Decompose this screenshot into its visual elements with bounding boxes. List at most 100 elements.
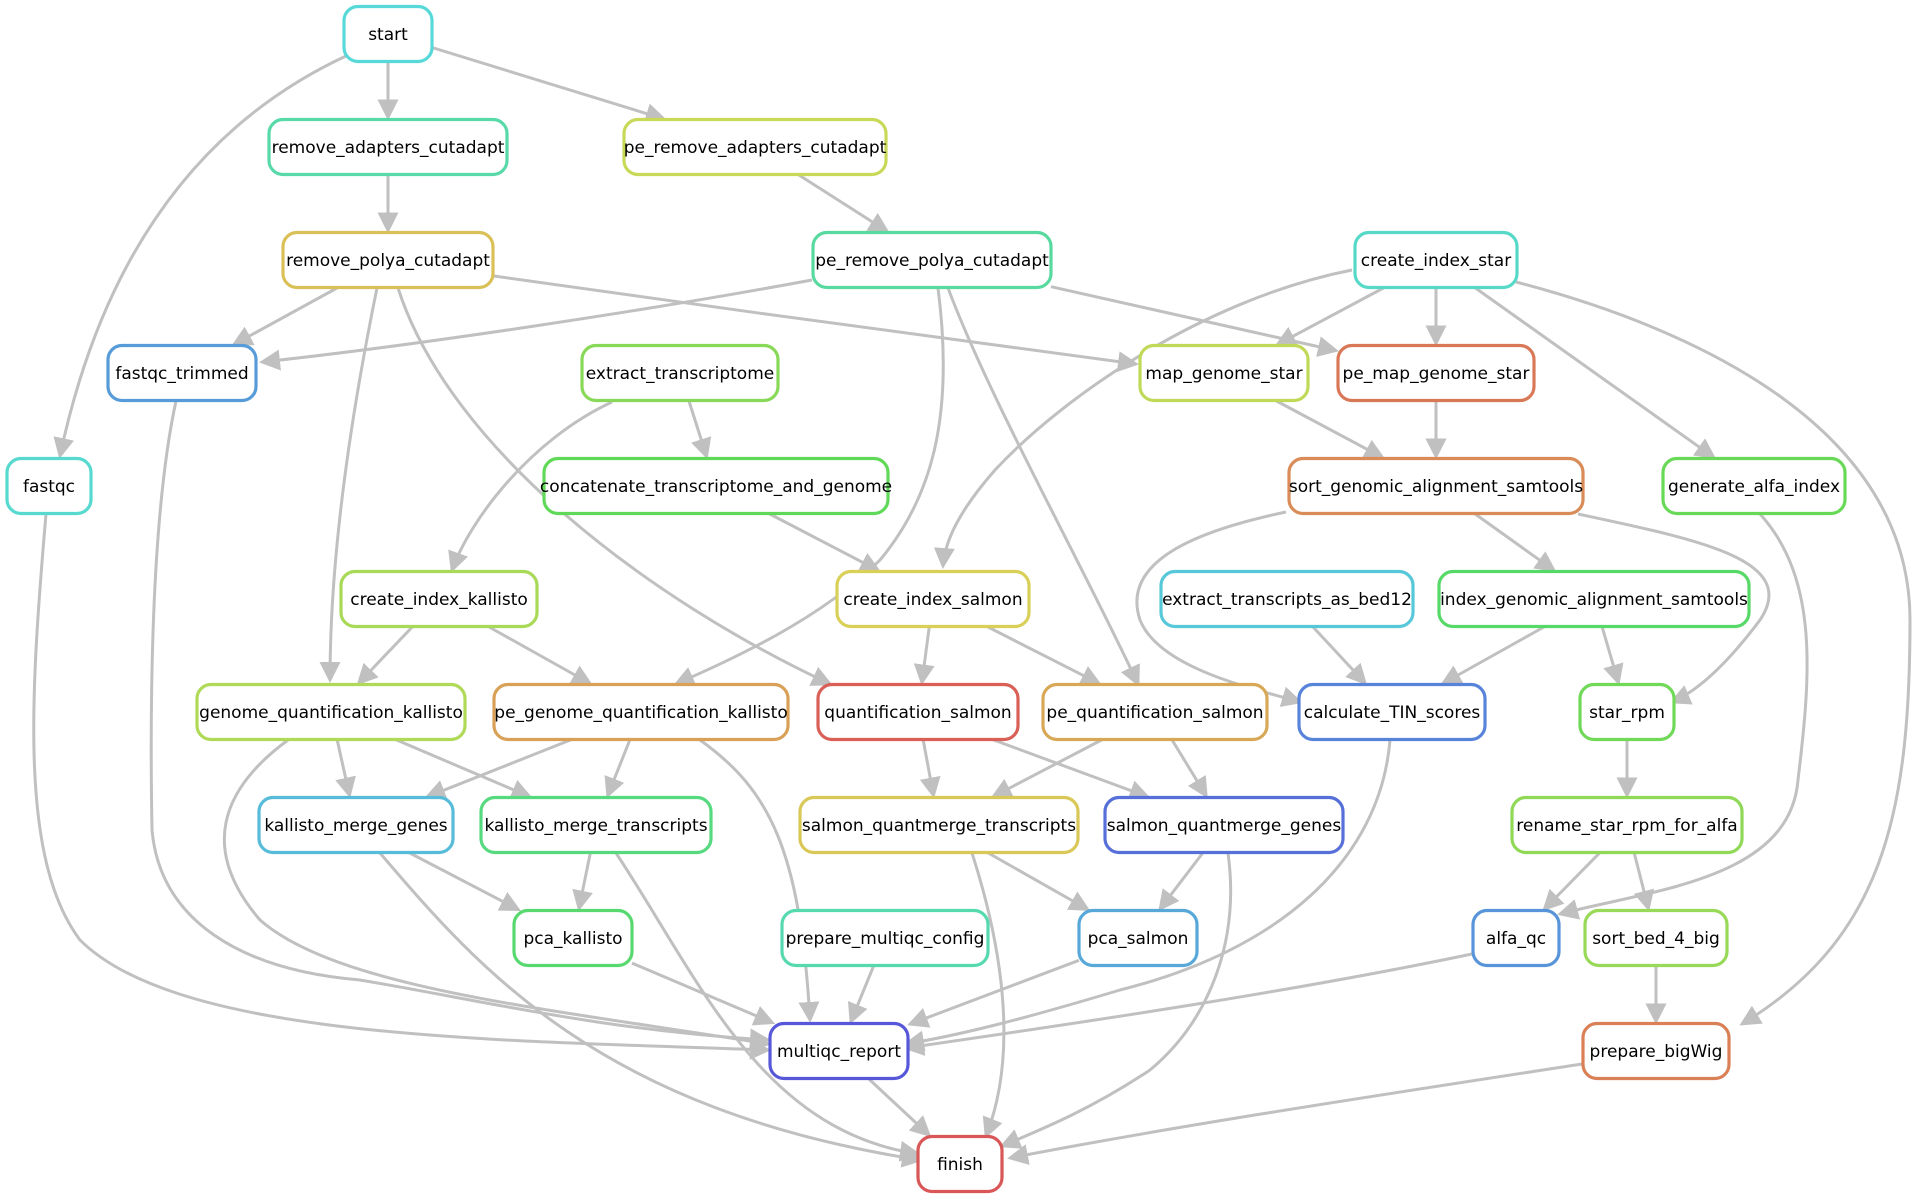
node-box: [1138, 343, 1310, 403]
node-box: [1510, 795, 1744, 855]
node-box: [5, 456, 93, 516]
node-label: remove_adapters_cutadapt: [272, 138, 505, 158]
edge-remove_polya_cutadapt-to-quantification_salmon: [396, 287, 833, 686]
node-box: [542, 456, 890, 516]
node-box: [916, 1134, 1004, 1194]
node-pe_quantification_salmon: pe_quantification_salmon: [1041, 682, 1269, 742]
node-label: create_index_star: [1361, 251, 1511, 271]
node-sort_bed_4_big: sort_bed_4_big: [1583, 908, 1729, 968]
node-label: pca_salmon: [1088, 929, 1189, 949]
edge-fastqc-to-multiqc_report: [32, 513, 771, 1060]
edge-pca_salmon-to-multiqc_report: [907, 958, 1080, 1028]
node-box: [1287, 456, 1585, 516]
node-label: index_genomic_alignment_samtools: [1440, 590, 1748, 610]
edge-salmon_quantmerge_transcripts-to-pca_salmon: [986, 851, 1091, 911]
edge-create_index_star-to-create_index_salmon: [933, 268, 1353, 569]
edge-pca_kallisto-to-multiqc_report: [631, 961, 776, 1026]
node-label: remove_polya_cutadapt: [286, 251, 490, 271]
node-label: salmon_quantmerge_transcripts: [802, 816, 1076, 836]
node-box: [811, 230, 1053, 290]
node-pe_remove_polya_cutadapt: pe_remove_polya_cutadapt: [811, 230, 1053, 290]
node-extract_transcriptome: extract_transcriptome: [580, 343, 780, 403]
edge-start-to-pe_remove_adapters_cutadapt: [431, 46, 667, 124]
node-box: [1041, 682, 1269, 742]
node-box: [195, 682, 467, 742]
node-pca_salmon: pca_salmon: [1077, 908, 1199, 968]
edge-pe_remove_polya_cutadapt-to-fastqc_trimmed: [259, 278, 813, 371]
node-map_genome_star: map_genome_star: [1138, 343, 1310, 403]
node-kallisto_merge_transcripts: kallisto_merge_transcripts: [479, 795, 713, 855]
node-label: pe_remove_adapters_cutadapt: [624, 138, 887, 158]
edge-pe_remove_polya_cutadapt-to-pe_quantification_salmon: [946, 287, 1140, 687]
node-calculate_TIN_scores: calculate_TIN_scores: [1297, 682, 1487, 742]
node-salmon_quantmerge_genes: salmon_quantmerge_genes: [1103, 795, 1345, 855]
edge-pe_remove_adapters_cutadapt-to-pe_remove_polya_cutadapt: [797, 173, 890, 234]
node-genome_quantification_kallisto: genome_quantification_kallisto: [195, 682, 467, 742]
node-fastqc: fastqc: [5, 456, 93, 516]
edge-create_index_salmon-to-quantification_salmon: [913, 626, 935, 686]
edge-create_index_star-to-prepare_bigWig: [1515, 280, 1912, 1026]
node-label: generate_alfa_index: [1668, 477, 1840, 497]
edge-genome_quantification_kallisto-to-kallisto_merge_transcripts: [394, 738, 533, 800]
edge-extract_transcripts_as_bed12-to-calculate_TIN_scores: [1311, 625, 1368, 686]
node-box: [798, 795, 1080, 855]
edge-create_index_kallisto-to-genome_quantification_kallisto: [356, 625, 414, 686]
node-label: multiqc_report: [777, 1042, 901, 1062]
node-label: pe_remove_polya_cutadapt: [815, 251, 1049, 271]
node-box: [1437, 569, 1751, 629]
edge-create_index_star-to-generate_alfa_index: [1473, 286, 1717, 460]
node-alfa_qc: alfa_qc: [1471, 908, 1561, 968]
edge-kallisto_merge_genes-to-finish: [378, 852, 923, 1168]
node-box: [267, 117, 509, 177]
node-start: start: [342, 4, 434, 64]
node-label: sort_bed_4_big: [1592, 929, 1720, 949]
edge-extract_transcriptome-to-create_index_kallisto: [448, 400, 613, 573]
node-box: [1353, 230, 1519, 290]
edge-pe_genome_quantification_kallisto-to-multiqc_report: [699, 738, 820, 1023]
edge-rename_star_rpm_for_alfa-to-alfa_qc: [1542, 851, 1602, 912]
node-label: pe_quantification_salmon: [1046, 703, 1263, 723]
node-concatenate_transcriptome_and_genome: concatenate_transcriptome_and_genome: [540, 456, 892, 516]
node-label: rename_star_rpm_for_alfa: [1516, 816, 1737, 836]
edge-extract_transcriptome-to-concatenate_transcriptome_and_genome: [687, 400, 712, 460]
node-multiqc_report: multiqc_report: [768, 1021, 910, 1081]
node-pe_map_genome_star: pe_map_genome_star: [1336, 343, 1536, 403]
edge-quantification_salmon-to-salmon_quantmerge_transcripts: [919, 739, 941, 799]
node-box: [1581, 1021, 1731, 1081]
edge-rename_star_rpm_for_alfa-to-sort_bed_4_big: [1632, 852, 1655, 912]
node-box: [1583, 908, 1729, 968]
edge-concatenate_transcriptome_and_genome-to-create_index_salmon: [768, 512, 882, 572]
node-label: map_genome_star: [1145, 364, 1302, 384]
edge-kallisto_merge_transcripts-to-finish: [614, 852, 921, 1162]
edge-genome_quantification_kallisto-to-multiqc_report: [223, 738, 771, 1052]
node-box: [1661, 456, 1847, 516]
edge-salmon_quantmerge_genes-to-finish: [999, 852, 1233, 1149]
node-kallisto_merge_genes: kallisto_merge_genes: [257, 795, 455, 855]
edge-sort_genomic_alignment_samtools-to-star_rpm: [1577, 512, 1771, 705]
node-label: extract_transcriptome: [586, 364, 774, 384]
node-box: [492, 682, 790, 742]
node-fastqc_trimmed: fastqc_trimmed: [106, 343, 258, 403]
node-box: [257, 795, 455, 855]
node-label: extract_transcripts_as_bed12: [1162, 590, 1412, 610]
edge-pe_genome_quantification_kallisto-to-kallisto_merge_genes: [424, 738, 573, 800]
node-label: create_index_kallisto: [350, 590, 528, 610]
node-rename_star_rpm_for_alfa: rename_star_rpm_for_alfa: [1510, 795, 1744, 855]
node-label: prepare_multiqc_config: [786, 929, 985, 949]
node-box: [479, 795, 713, 855]
node-box: [580, 343, 780, 403]
node-pe_remove_adapters_cutadapt: pe_remove_adapters_cutadapt: [622, 117, 888, 177]
edge-create_index_kallisto-to-pe_genome_quantification_kallisto: [487, 625, 593, 685]
node-pca_kallisto: pca_kallisto: [512, 908, 634, 968]
node-quantification_salmon: quantification_salmon: [816, 682, 1020, 742]
edge-salmon_quantmerge_transcripts-to-finish: [970, 852, 1006, 1139]
node-label: sort_genomic_alignment_samtools: [1289, 477, 1583, 497]
node-box: [1297, 682, 1487, 742]
node-box: [1471, 908, 1561, 968]
node-box: [512, 908, 634, 968]
node-index_genomic_alignment_samtools: index_genomic_alignment_samtools: [1437, 569, 1751, 629]
edge-index_genomic_alignment_samtools-to-star_rpm: [1600, 626, 1624, 686]
node-salmon_quantmerge_transcripts: salmon_quantmerge_transcripts: [798, 795, 1080, 855]
edge-pe_quantification_salmon-to-salmon_quantmerge_genes: [1170, 738, 1208, 799]
edge-prepare_multiqc_config-to-multiqc_report: [847, 964, 876, 1025]
